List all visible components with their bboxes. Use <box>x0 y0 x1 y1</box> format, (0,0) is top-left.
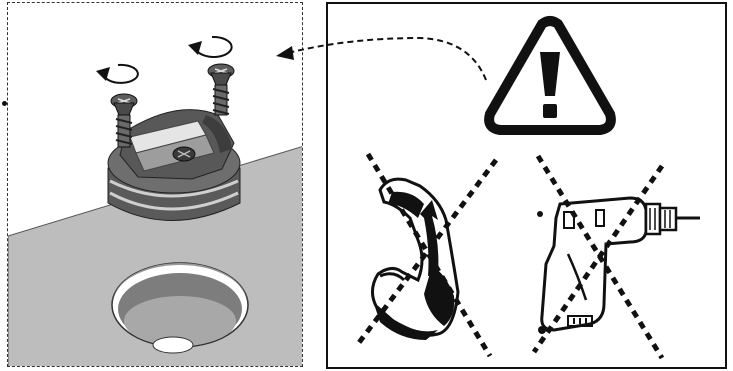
assembly-illustration <box>8 3 303 367</box>
strong-arm-icon <box>372 179 458 340</box>
rotate-arrow-right-icon <box>188 37 232 57</box>
screw-right <box>208 64 234 115</box>
caution-illustration <box>328 4 727 369</box>
warning-triangle-icon <box>489 21 611 130</box>
rotate-arrow-left-icon <box>96 65 138 83</box>
power-drill-icon <box>537 198 700 334</box>
caution-panel <box>326 2 727 369</box>
assembly-panel <box>7 2 303 367</box>
